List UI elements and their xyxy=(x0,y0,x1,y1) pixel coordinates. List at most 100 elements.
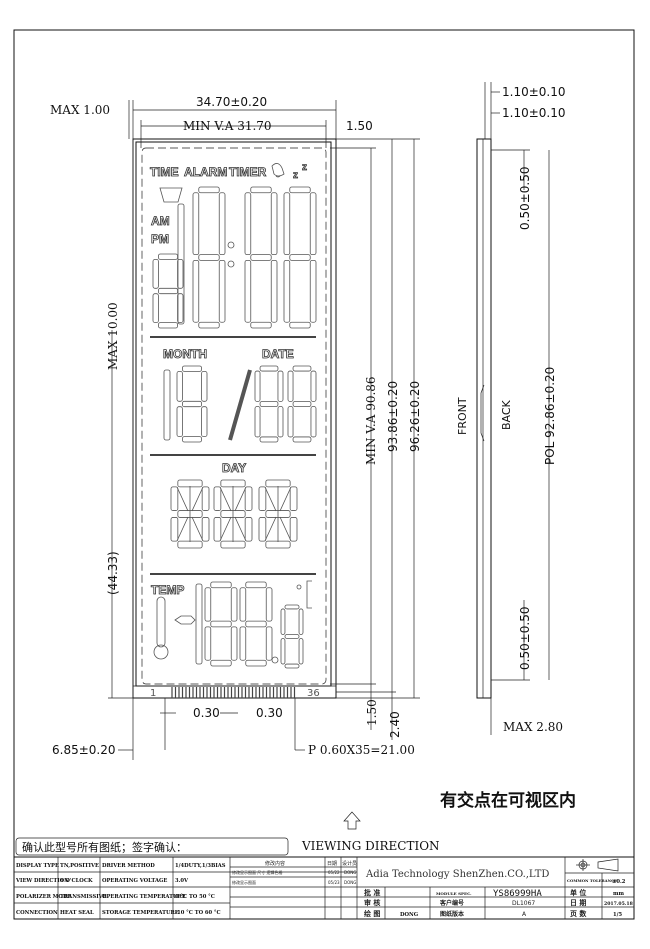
rev-row-2-content: 修改显示图面 xyxy=(232,879,256,885)
segment xyxy=(254,370,261,402)
rev-row-2-date: 05/23 xyxy=(328,880,340,885)
minute-units-digit xyxy=(283,186,317,329)
segment xyxy=(250,254,272,261)
segment xyxy=(258,517,267,542)
unit-value: mm xyxy=(613,891,624,897)
dim-bottom-2-40: 2.40 xyxy=(388,711,402,738)
segment xyxy=(201,517,210,542)
label-day: DAY xyxy=(222,461,246,475)
segment xyxy=(210,581,232,589)
dim-pol-92-86: POL 92.86±0.20 xyxy=(543,367,557,465)
segment xyxy=(284,634,300,639)
diagonal-segments xyxy=(264,486,292,542)
dim-side-0-50-top: 0.50±0.50 xyxy=(518,167,532,231)
temp-tens-digit xyxy=(204,581,238,667)
segment xyxy=(309,259,317,323)
sleep-z-icon: z xyxy=(293,170,298,181)
segment xyxy=(289,186,311,194)
dim-max-1-00: MAX 1.00 xyxy=(50,103,110,117)
label-timer: TIMER xyxy=(229,165,267,179)
approve-label: 批 准 xyxy=(364,888,380,897)
segment xyxy=(289,517,298,542)
segment xyxy=(287,406,294,438)
segment xyxy=(283,192,291,256)
spec-cell: -10 °C TO 60 °C xyxy=(175,910,221,916)
spec-cell: CONNECTION xyxy=(16,910,58,916)
segment xyxy=(181,365,202,372)
viewing-area xyxy=(141,147,327,685)
decimal-point xyxy=(271,656,279,664)
spec-cell: HEAT SEAL xyxy=(60,910,94,916)
segment xyxy=(259,365,279,372)
segment xyxy=(244,192,252,256)
rev-row-1-content: 修改显示图面 尺寸 逻辑色格 xyxy=(232,869,283,875)
degree-icon xyxy=(296,584,302,590)
spec-cell: VIEW DIRECTION xyxy=(15,878,69,884)
dim-min-va-90-86: MIN V.A 90.86 xyxy=(364,376,378,465)
dim-bottom-1-50: 1.50 xyxy=(365,699,379,726)
company-name: Adia Technology ShenZhen.CO.,LTD xyxy=(365,869,549,880)
segment xyxy=(277,406,284,438)
spec-cell: TN,POSITIVE xyxy=(60,863,99,869)
segment xyxy=(254,406,261,438)
drawing-version-label: 图纸版本 xyxy=(440,910,465,918)
segment xyxy=(176,406,183,438)
spec-cell: 0 °C TO 50 °C xyxy=(175,894,215,900)
segment xyxy=(152,258,159,289)
label-temp: TEMP xyxy=(151,583,184,597)
dim-pitch-0-30-b: 0.30 xyxy=(256,706,283,720)
pin-array xyxy=(171,687,296,698)
segment xyxy=(230,587,238,622)
spec-cell: STORAGE TEMPERATURE xyxy=(102,910,179,916)
diagonal-segments xyxy=(219,486,247,542)
segment xyxy=(287,370,294,402)
segment xyxy=(265,540,291,549)
segment xyxy=(284,663,300,669)
segment xyxy=(157,322,178,329)
segment xyxy=(198,321,220,329)
rev-header-date: 日期 xyxy=(327,861,337,867)
segment xyxy=(280,638,286,665)
dim-side-0-50-bottom: 0.50±0.50 xyxy=(518,607,532,671)
segment xyxy=(201,486,210,511)
pin-first-label: 1 xyxy=(150,688,156,699)
dim-height-96-26: 96.26±0.20 xyxy=(408,381,422,452)
segment xyxy=(220,540,246,549)
hour-tens-top-segment xyxy=(159,187,183,203)
segment xyxy=(170,486,179,511)
segment xyxy=(210,620,232,628)
dim-44-33: (44.33) xyxy=(106,551,120,595)
segment xyxy=(201,406,208,438)
label-month: MONTH xyxy=(163,347,207,361)
segment xyxy=(270,259,278,323)
segment xyxy=(244,517,253,542)
dim-pitch-0-30-a: 0.30 xyxy=(193,706,220,720)
dim-max-10-00: MAX 10.00 xyxy=(106,302,120,370)
label-back: BACK xyxy=(500,399,513,430)
segment xyxy=(292,436,312,443)
spec-cell: TRANSMISSIVE xyxy=(60,894,107,900)
dim-side-1-10-a: 1.10±0.10 xyxy=(502,85,566,99)
drawn-label: 绘 图 xyxy=(364,909,380,918)
date-units-digit xyxy=(287,365,317,443)
temp-units-digit xyxy=(239,581,273,667)
segment xyxy=(298,608,304,635)
celsius-bracket-icon xyxy=(306,580,312,609)
segment xyxy=(245,620,267,628)
hour-units-digit xyxy=(192,186,226,329)
segment xyxy=(250,321,272,329)
segment xyxy=(177,479,203,488)
segment xyxy=(265,626,273,661)
spec-cell: DRIVER METHOD xyxy=(102,863,155,869)
segment xyxy=(204,587,212,622)
review-label: 审 核 xyxy=(364,898,380,907)
spec-cell: POLARIZER MODE xyxy=(16,894,71,900)
spec-cell: 6 O'CLOCK xyxy=(60,878,93,884)
spec-cell: 3.0V xyxy=(175,878,189,884)
segment xyxy=(244,259,252,323)
dim-max-2-80: MAX 2.80 xyxy=(503,720,563,734)
spec-cell: OPERATING TEMPERATURE xyxy=(102,894,186,900)
segment xyxy=(230,626,238,661)
